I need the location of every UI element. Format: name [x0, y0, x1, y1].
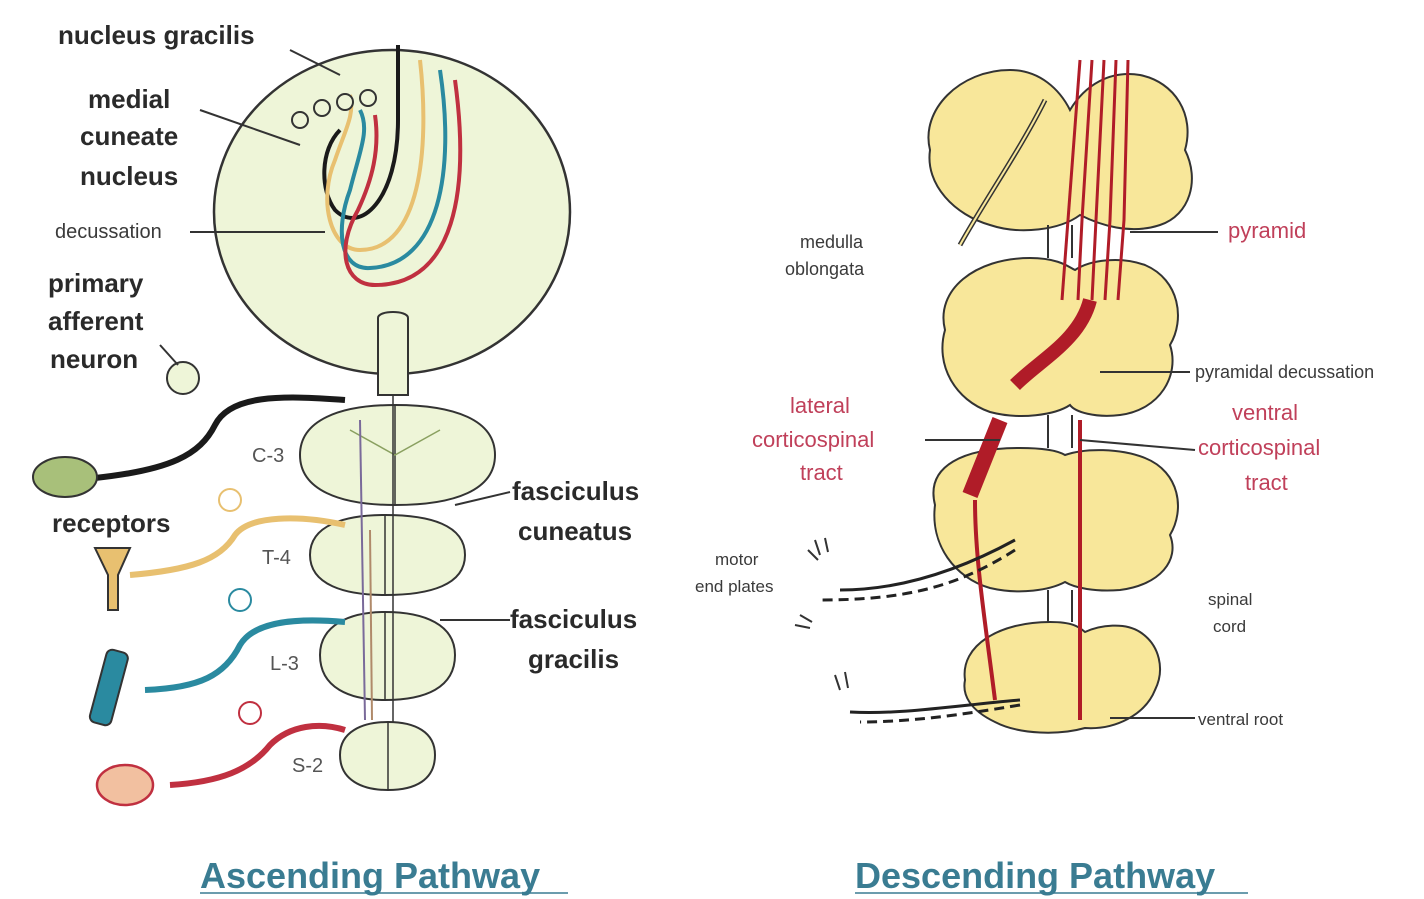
label-receptors: receptors: [52, 508, 171, 538]
label-fasciculus-cuneatus-1: fasciculus: [512, 476, 639, 506]
label-medulla-1: medulla: [800, 232, 864, 252]
segment-label-s2: S-2: [292, 755, 323, 777]
label-primary: primary: [48, 268, 144, 298]
label-spinal-2: cord: [1213, 617, 1246, 636]
primary-afferent-soma: [167, 362, 199, 394]
label-nucleus-gracilis: nucleus gracilis: [58, 20, 255, 50]
cord-segment-s2: [340, 722, 435, 790]
label-fasciculus-cuneatus-2: cuneatus: [518, 516, 632, 546]
ascending-pathway-figure: nucleus gracilis medial cuneate nucleus …: [33, 20, 639, 896]
segment-label-t4: T-4: [262, 547, 291, 569]
label-fasciculus-gracilis-1: fasciculus: [510, 604, 637, 634]
descending-pathway-figure: medulla oblongata pyramid pyramidal decu…: [695, 60, 1374, 896]
label-motor-1: motor: [715, 550, 759, 569]
label-ventral-3: tract: [1245, 470, 1288, 495]
segment-label-l3: L-3: [270, 653, 299, 675]
label-ventral-2: corticospinal: [1198, 435, 1320, 460]
fiber-l3-peripheral: [145, 620, 345, 690]
label-pyramidal-decussation: pyramidal decussation: [1195, 362, 1374, 382]
label-spinal-1: spinal: [1208, 590, 1252, 609]
label-decussation: decussation: [55, 221, 162, 243]
cord-segment-c3: [300, 405, 495, 505]
brainstem-stem: [378, 312, 408, 395]
label-motor-2: end plates: [695, 577, 773, 596]
ascending-caption: Ascending Pathway: [200, 855, 540, 896]
receptor-c3: [33, 457, 97, 497]
receptor-t4: [95, 548, 130, 610]
label-afferent: afferent: [48, 306, 144, 336]
label-pyramid: pyramid: [1228, 218, 1306, 243]
receptor-l3: [89, 648, 130, 726]
label-ventral-1: ventral: [1232, 400, 1298, 425]
label-fasciculus-gracilis-2: gracilis: [528, 644, 619, 674]
label-lateral-3: tract: [800, 460, 843, 485]
label-nucleus: nucleus: [80, 161, 178, 191]
descending-caption: Descending Pathway: [855, 855, 1215, 896]
cord-segment-t4: [310, 515, 465, 595]
middle-cord-section: [933, 448, 1178, 591]
label-lateral-1: lateral: [790, 393, 850, 418]
label-medulla-2: oblongata: [785, 259, 865, 279]
label-neuron: neuron: [50, 344, 138, 374]
receptor-s2: [97, 765, 153, 805]
segment-label-c3: C-3: [252, 445, 284, 467]
label-medial: medial: [88, 84, 170, 114]
medulla-section: [928, 70, 1191, 230]
label-ventral-root: ventral root: [1198, 710, 1283, 729]
motor-end-plates: [795, 538, 848, 690]
cord-segment-l3: [320, 612, 455, 700]
label-lateral-2: corticospinal: [752, 427, 874, 452]
label-cuneate: cuneate: [80, 121, 178, 151]
